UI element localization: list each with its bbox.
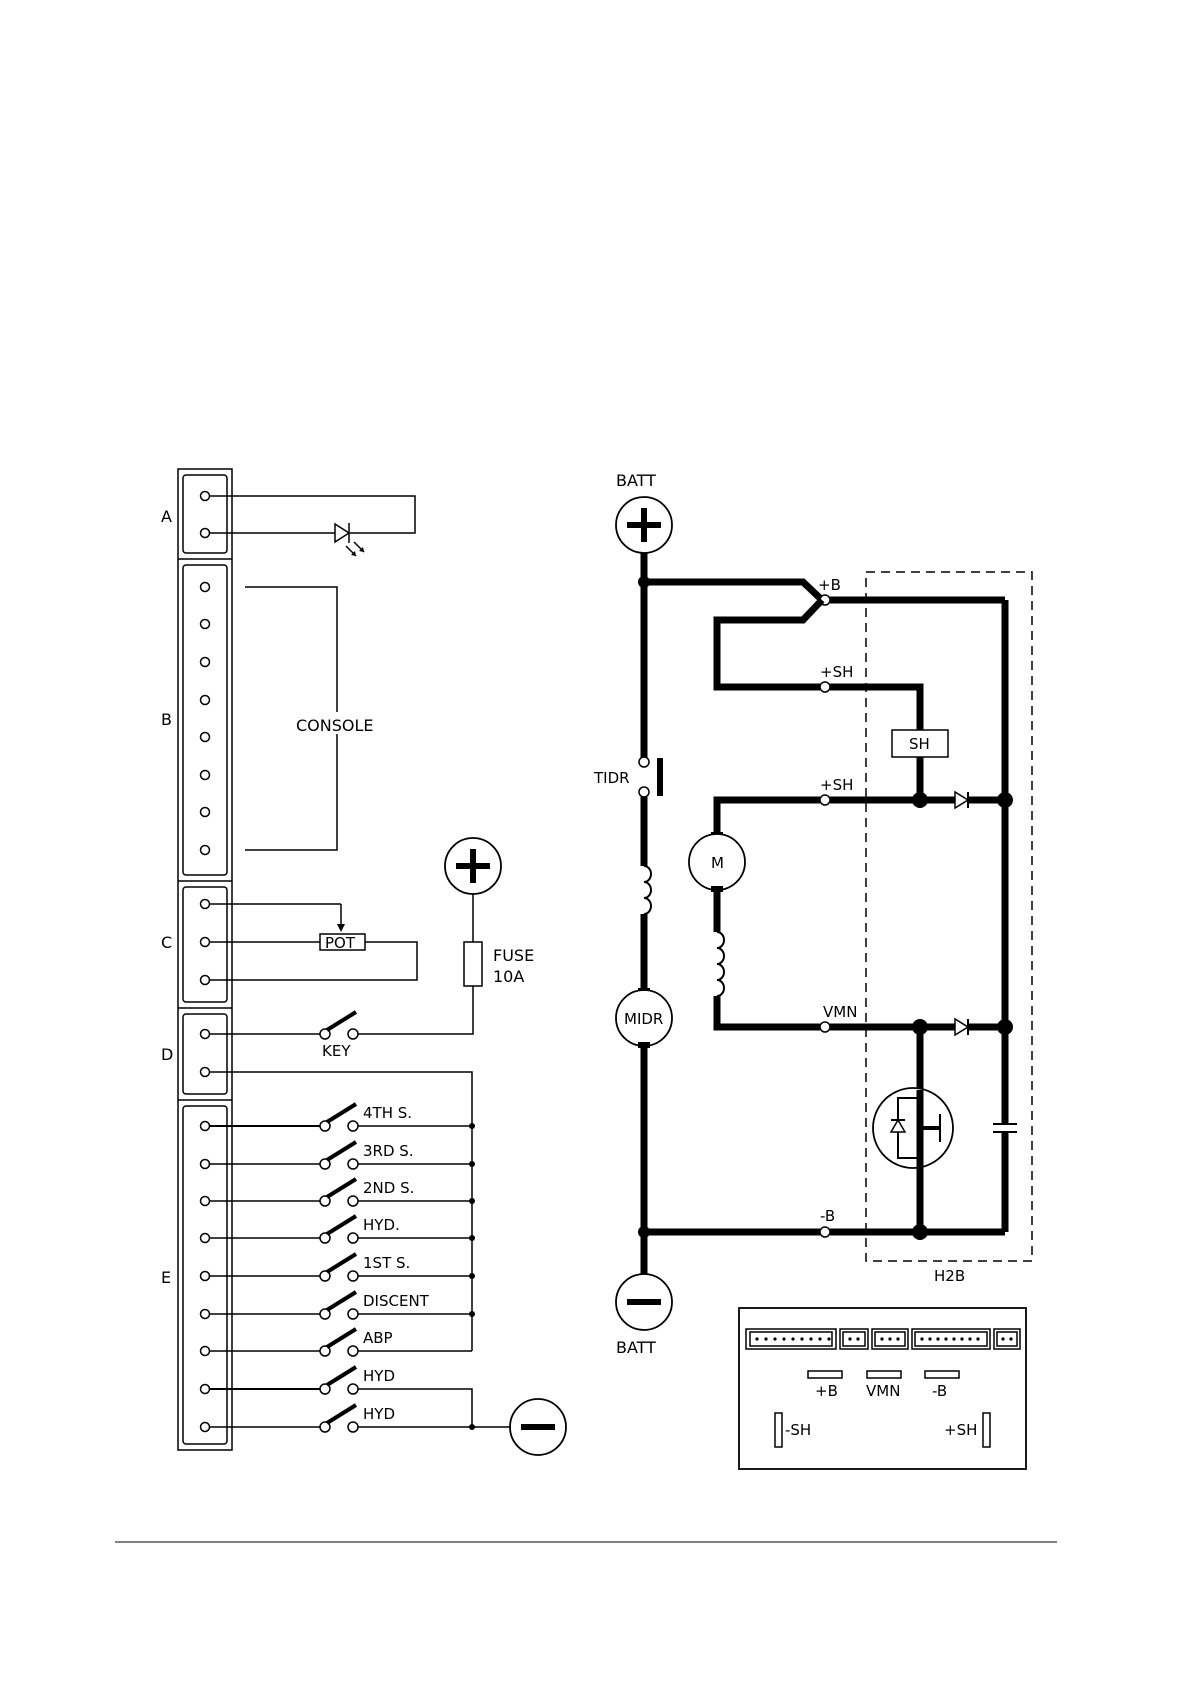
switch-label-hyd-3: HYD: [363, 1405, 395, 1423]
console-bracket: CONSOLE: [245, 587, 376, 850]
switch-label-discent: DISCENT: [363, 1292, 430, 1310]
tidr-label: TIDR: [593, 769, 630, 787]
switch-column: 4TH S. 3RD S. 2ND S. HYD. 1ST S.: [210, 1104, 566, 1455]
led-circuit: [210, 496, 415, 556]
connector-block-b: [183, 565, 227, 875]
diode-icon-top: [955, 792, 968, 808]
sh-box-label: SH: [909, 735, 930, 753]
connector-block-a: [183, 475, 227, 553]
connector-label-d: D: [161, 1045, 173, 1064]
pot-circuit: POT: [210, 904, 417, 980]
board-pad-plus-sh: [983, 1413, 990, 1447]
switch-label-hyd-1: HYD.: [363, 1216, 400, 1234]
switch-label-1st: 1ST S.: [363, 1254, 410, 1272]
board-label-vmn: VMN: [866, 1382, 900, 1400]
connector-label-c: C: [161, 933, 172, 952]
board-label-minus-b: -B: [932, 1382, 947, 1400]
pot-label: POT: [325, 934, 356, 952]
fuse-icon: [464, 942, 482, 986]
h2b-label: H2B: [934, 1267, 965, 1285]
switch-label-hyd-2: HYD: [363, 1367, 395, 1385]
board-label-minus-sh: -SH: [785, 1421, 811, 1439]
board-label-plus-b: +B: [815, 1382, 838, 1400]
switch-label-abp: ABP: [363, 1329, 393, 1347]
key-switch-icon: [327, 1012, 356, 1030]
plus-b-label: +B: [818, 576, 841, 594]
power-circuit: BATT TIDR MIDR BATT +B: [593, 471, 1032, 1357]
fuse-label-1: FUSE: [493, 946, 534, 965]
midr-label: MIDR: [624, 1010, 663, 1028]
switch-label-2nd: 2ND S.: [363, 1179, 414, 1197]
led-icon: [335, 524, 349, 542]
connector-label-a: A: [161, 507, 172, 526]
connector-label-b: B: [161, 710, 172, 729]
board-pad-minus-sh: [775, 1413, 782, 1447]
connector-label-e: E: [161, 1268, 171, 1287]
plus-sh-label-1: +SH: [820, 663, 853, 681]
board-pad-vmn: [867, 1371, 901, 1378]
switch-label-4th: 4TH S.: [363, 1104, 412, 1122]
board-layout: +B VMN -B -SH +SH: [739, 1308, 1026, 1469]
board-label-plus-sh: +SH: [944, 1421, 977, 1439]
field-coil-icon: [644, 866, 651, 914]
connector-block-d: [183, 1014, 227, 1094]
board-pad-plus-b: [808, 1371, 842, 1378]
key-label: KEY: [322, 1042, 351, 1060]
key-circuit: KEY FUSE 10A: [210, 838, 534, 1351]
motor-label: M: [711, 854, 724, 872]
diode-icon-bottom: [955, 1019, 968, 1035]
batt-top-label: BATT: [616, 471, 656, 490]
batt-bottom-label: BATT: [616, 1338, 656, 1357]
series-coil-icon: [717, 932, 724, 996]
board-pad-minus-b: [925, 1371, 959, 1378]
connector-strip: A B C D E: [161, 469, 232, 1450]
vmn-label: VMN: [823, 1003, 857, 1021]
fuse-label-2: 10A: [493, 967, 524, 986]
minus-b-label: -B: [820, 1207, 835, 1225]
console-label: CONSOLE: [296, 716, 374, 735]
plus-sh-label-2: +SH: [820, 776, 853, 794]
switch-label-3rd: 3RD S.: [363, 1142, 414, 1160]
